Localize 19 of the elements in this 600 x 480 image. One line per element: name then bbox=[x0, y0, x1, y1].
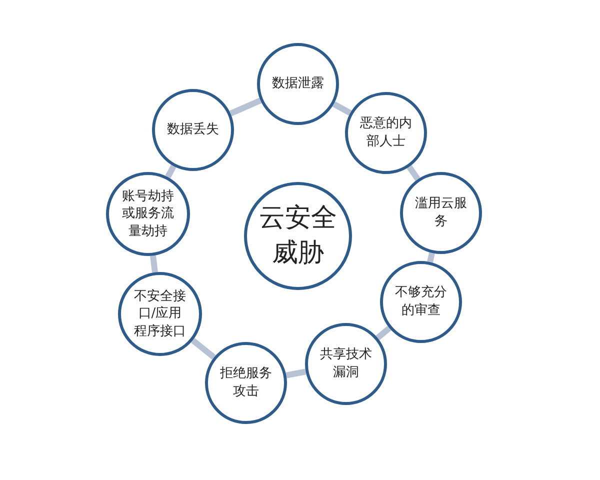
connector-line bbox=[229, 98, 262, 116]
threat-label: 数据泄露 bbox=[271, 75, 325, 93]
connector-line bbox=[376, 326, 392, 340]
connector-line bbox=[165, 164, 176, 178]
connector-line bbox=[332, 101, 352, 116]
connector-line bbox=[286, 368, 306, 378]
connector-line bbox=[150, 255, 158, 273]
connector-line bbox=[406, 165, 420, 181]
connector-line bbox=[427, 252, 435, 263]
threat-label: 不安全接口/应用程序接口 bbox=[133, 288, 187, 340]
connector-line bbox=[190, 338, 216, 360]
threat-label: 不够充分的审查 bbox=[394, 284, 448, 320]
threat-label: 数据丢失 bbox=[166, 121, 220, 139]
threat-label: 账号劫持或服务流量劫持 bbox=[121, 188, 175, 240]
threat-label: 恶意的内部人士 bbox=[359, 115, 413, 151]
threat-label: 共享技术漏洞 bbox=[319, 346, 373, 382]
threat-label: 拒绝服务攻击 bbox=[219, 365, 273, 401]
threat-label: 滥用云服务 bbox=[414, 195, 468, 231]
center-label: 云安全威胁 bbox=[258, 202, 338, 270]
